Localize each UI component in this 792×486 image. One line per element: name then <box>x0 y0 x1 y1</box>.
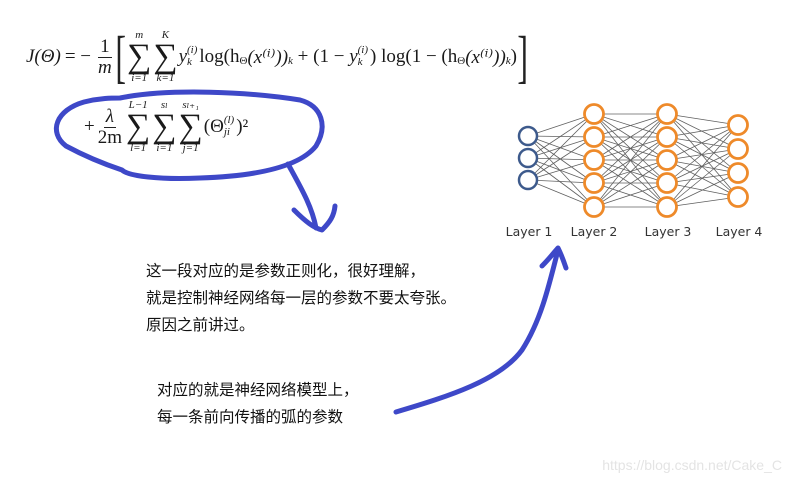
formula-lhs: J(Θ) <box>26 46 61 67</box>
ink-arrow-down <box>285 161 338 233</box>
cost-function-formula: J(Θ) = − 1 m [ m ∑ i=1 K ∑ k=1 y (i) k l… <box>26 24 528 89</box>
layer-1-nodes <box>517 125 539 191</box>
layer-1-label: Layer 1 <box>505 224 553 239</box>
right-bracket: ] <box>517 24 528 89</box>
annotation-note-network: 对应的就是神经网络模型上， 每一条前向传播的弧的参数 <box>157 381 359 426</box>
network-edges <box>527 113 739 208</box>
layer-2-label: Layer 2 <box>570 224 618 239</box>
layer-4-nodes <box>727 114 749 208</box>
layer-2-nodes <box>583 103 605 218</box>
formula-equals: = − <box>64 46 91 67</box>
ink-arrow-up <box>393 245 569 415</box>
fraction-one-over-m: 1 m <box>98 35 112 78</box>
sum-over-l: L−1 ∑ l=1 <box>126 98 151 155</box>
layer-4-label: Layer 4 <box>715 224 763 239</box>
regularization-term-formula: + λ 2m L−1 ∑ l=1 sₗ ∑ i=1 sₗ₊₁ ∑ j=1 (Θ … <box>84 98 249 155</box>
annotation-note-regularization: 这一段对应的是参数正则化，很好理解， 就是控制神经网络每一层的参数不要太夸张。 … <box>146 262 457 334</box>
fraction-lambda-over-2m: λ 2m <box>97 105 122 148</box>
sum-over-k: K ∑ k=1 <box>153 28 178 85</box>
sum-over-i: m ∑ i=1 <box>127 28 152 85</box>
watermark: https://blog.csdn.net/Cake_C <box>602 457 782 473</box>
sum-over-i-reg: sₗ ∑ i=1 <box>152 98 177 155</box>
layer-3-nodes <box>656 103 678 218</box>
ink-ellipse <box>53 89 325 181</box>
layer-3-label: Layer 3 <box>644 224 692 239</box>
sum-over-j-reg: sₗ₊₁ ∑ j=1 <box>178 98 203 155</box>
left-bracket: [ <box>115 24 126 89</box>
